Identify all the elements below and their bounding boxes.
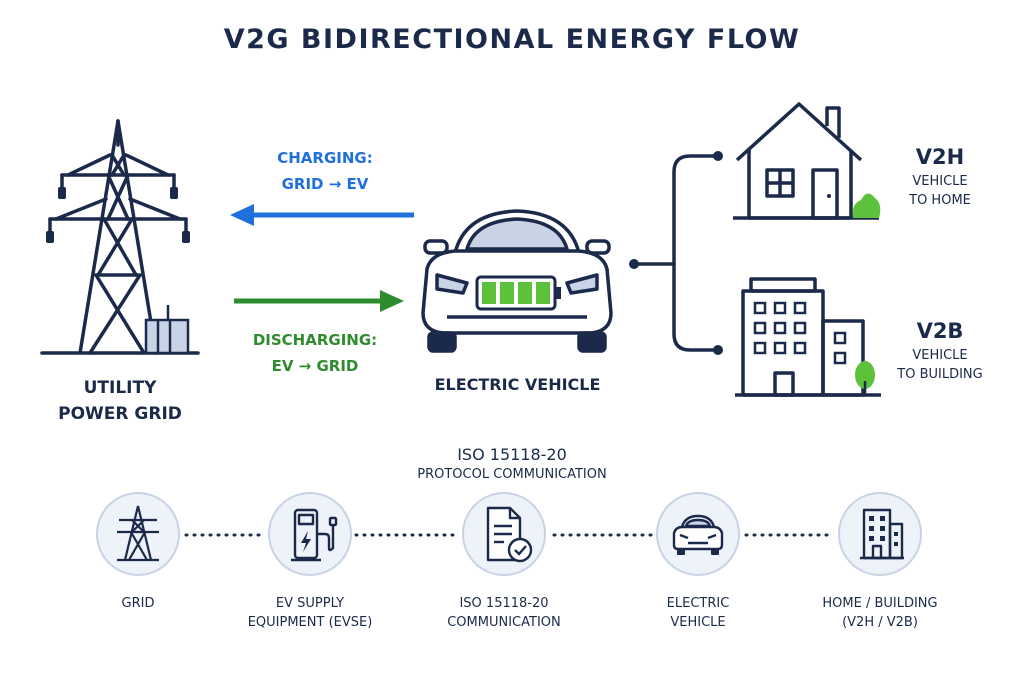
step-ev-line2: VEHICLE xyxy=(670,615,726,630)
step-iso-line2: COMMUNICATION xyxy=(447,615,561,630)
house-icon xyxy=(733,102,881,220)
v2b-title: V2B xyxy=(916,319,964,343)
step-building-circle xyxy=(838,492,922,576)
step-building-line2: (V2H / V2B) xyxy=(842,615,918,630)
step-building-line1: HOME / BUILDING xyxy=(822,596,938,611)
building-icon xyxy=(735,277,881,397)
charging-station-icon xyxy=(291,508,338,562)
car-icon xyxy=(672,514,724,555)
step-evse-line2: EQUIPMENT (EVSE) xyxy=(247,615,373,630)
electric-vehicle-icon xyxy=(421,209,613,353)
v2b-line1: VEHICLE xyxy=(912,348,968,363)
v2h-title: V2H xyxy=(915,145,965,169)
discharging-arrow xyxy=(234,290,404,312)
discharging-label-line1: DISCHARGING: xyxy=(252,331,378,349)
discharging-label-line2: EV → GRID xyxy=(271,357,359,375)
protocol-chain-connectors xyxy=(184,533,836,537)
document-check-icon xyxy=(486,506,533,563)
charging-label-line2: GRID → EV xyxy=(281,175,369,193)
building-icon xyxy=(860,508,904,560)
v2h-line1: VEHICLE xyxy=(912,174,968,189)
ev-label: ELECTRIC VEHICLE xyxy=(434,375,601,394)
branch-connector xyxy=(629,151,723,355)
protocol-caption: PROTOCOL COMMUNICATION xyxy=(417,467,607,482)
v2h-line2: TO HOME xyxy=(909,193,971,208)
charging-label-line1: CHARGING: xyxy=(277,149,373,167)
step-grid-label: GRID xyxy=(121,596,155,611)
charging-arrow xyxy=(230,204,414,226)
step-evse-circle xyxy=(268,492,352,576)
battery-icon xyxy=(475,275,561,311)
step-iso-line1: ISO 15118-20 xyxy=(459,596,549,611)
step-evse-line1: EV SUPPLY xyxy=(275,596,345,611)
step-ev-line1: ELECTRIC xyxy=(666,596,730,611)
transmission-tower-icon xyxy=(117,505,159,562)
grid-label-line2: POWER GRID xyxy=(58,404,182,424)
transmission-tower-icon xyxy=(40,119,200,355)
protocol-name: ISO 15118-20 xyxy=(457,445,567,464)
v2b-line2: TO BUILDING xyxy=(897,367,983,382)
grid-label-line1: UTILITY xyxy=(83,378,157,398)
diagram-title: V2G BIDIRECTIONAL ENERGY FLOW xyxy=(223,24,801,55)
